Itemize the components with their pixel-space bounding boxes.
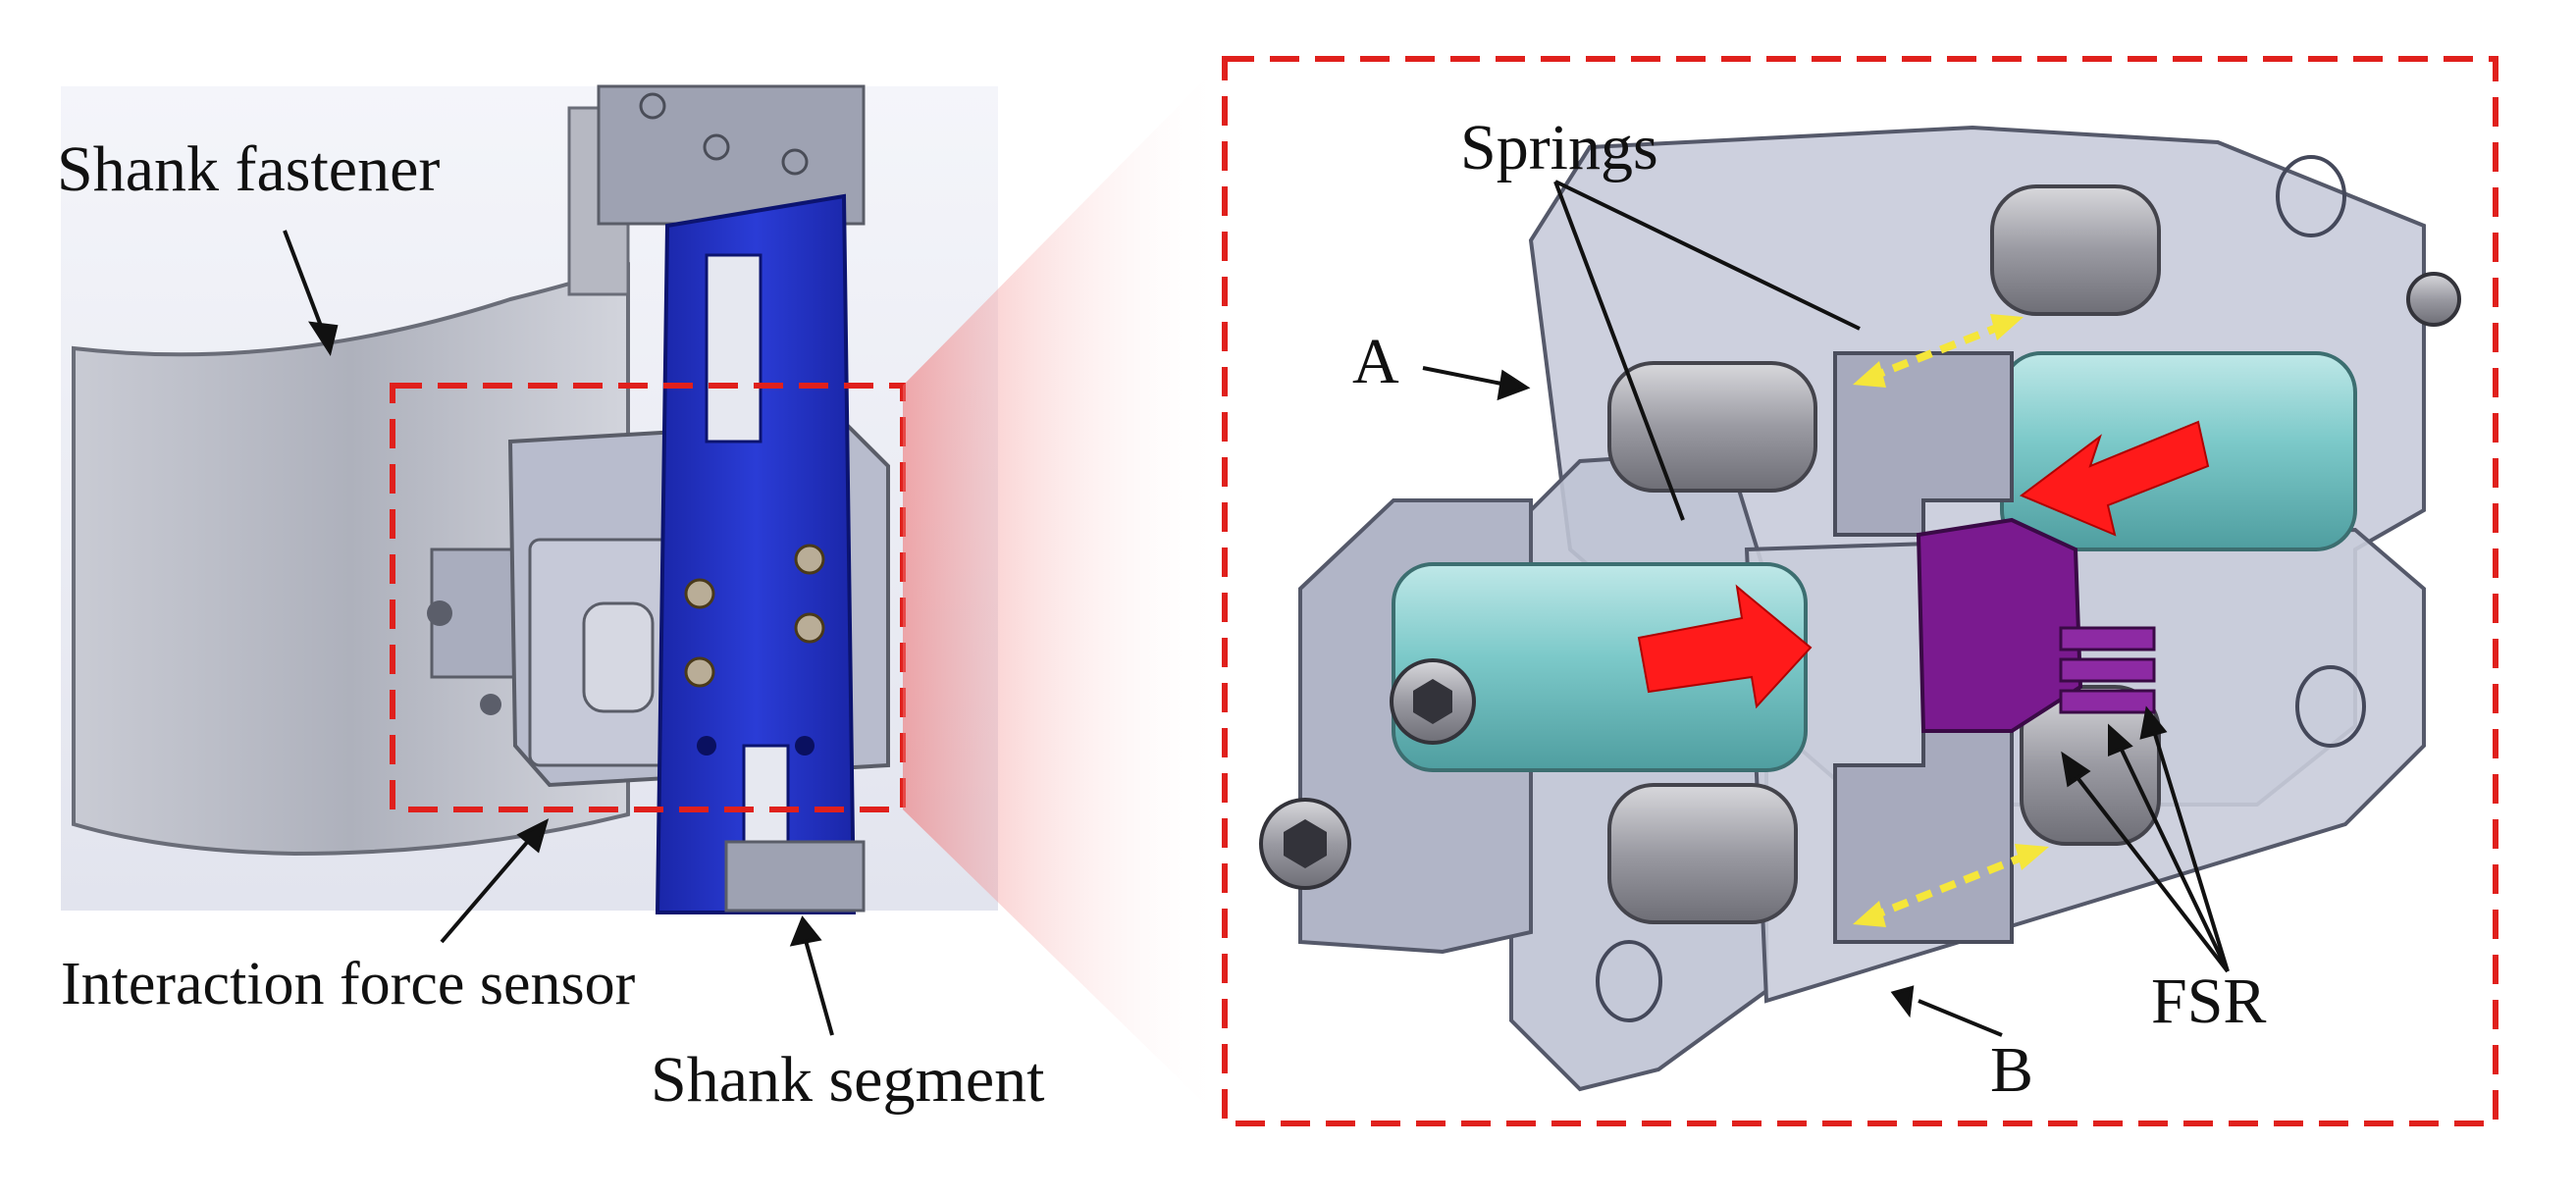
label-a: A [1352, 326, 1399, 397]
spring-upper-left [1607, 361, 1817, 493]
zoom-fan [903, 59, 1225, 1123]
red-force-arrow-icon [2020, 420, 2210, 537]
right-panel [1222, 56, 2498, 1126]
label-springs: Springs [1460, 112, 1658, 183]
shank-segment-render [597, 84, 866, 914]
mounting-holes [1596, 155, 2366, 1022]
spring-lower-left [1607, 783, 1798, 924]
yellow-double-arrow-icon [1853, 314, 2024, 388]
label-shank-segment: Shank segment [651, 1044, 1045, 1116]
label-interaction-force-sensor: Interaction force sensor [61, 951, 636, 1017]
right-callout-box [1222, 56, 2498, 1126]
hex-socket-screw-icon [1259, 272, 2461, 890]
spring-upper-right [1990, 184, 2161, 316]
left-panel [61, 84, 998, 1036]
label-shank-fastener: Shank fastener [57, 133, 441, 205]
center-plate-upper [1833, 351, 2014, 537]
label-fsr: FSR [2151, 965, 2267, 1037]
spring-lower-right [2020, 685, 2161, 846]
left-cylinder [1392, 562, 1808, 772]
left-leader-arrows [283, 230, 834, 1036]
label-b: B [1990, 1034, 2034, 1106]
right-leader-lines [1422, 180, 2230, 1037]
yellow-double-arrow-icon [1853, 844, 2049, 927]
fsr-sensor [1916, 517, 2156, 733]
red-force-arrow-icon [1637, 584, 1813, 709]
